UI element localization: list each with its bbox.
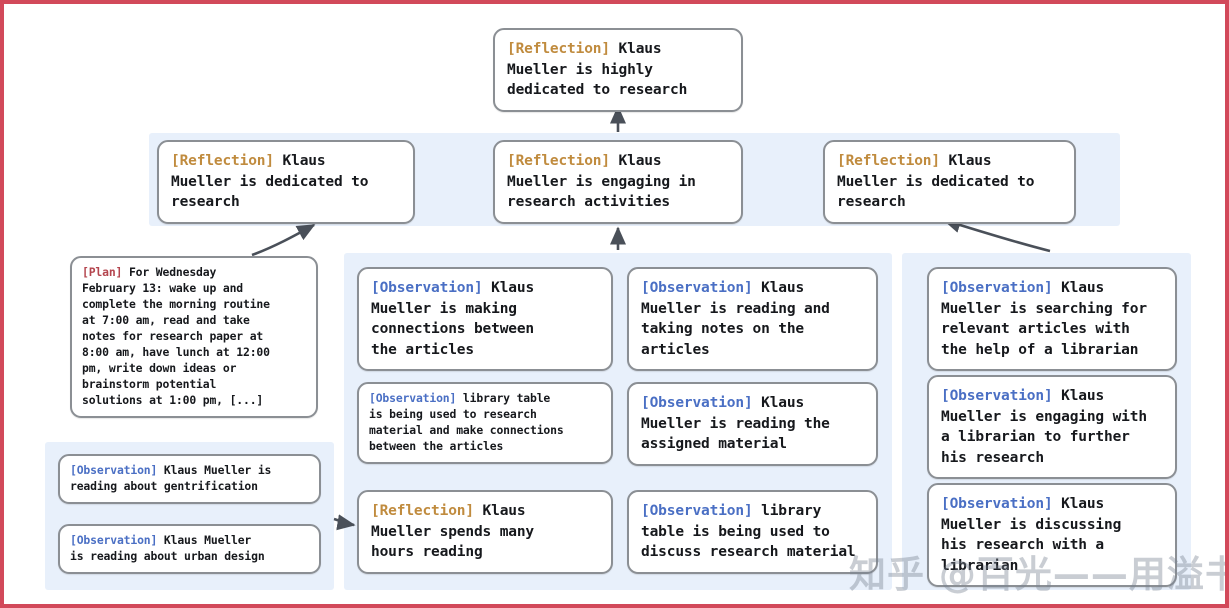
- node-text: Klaus Mueller is reading and taking note…: [641, 280, 830, 358]
- node-text: Klaus Mueller is highly dedicated to res…: [507, 41, 688, 99]
- node-tag: [Observation]: [941, 388, 1053, 404]
- node-text: For Wednesday February 13: wake up and c…: [82, 265, 270, 407]
- node-tag: [Observation]: [371, 280, 483, 296]
- node-plan[interactable]: [Plan] For Wednesday February 13: wake u…: [70, 256, 318, 418]
- node-observation-library-table-research[interactable]: [Observation] library table is being use…: [357, 382, 613, 464]
- node-reflection-right[interactable]: [Reflection] Klaus Mueller is dedicated …: [823, 140, 1076, 224]
- node-observation-urban-design[interactable]: [Observation] Klaus Mueller is reading a…: [58, 524, 321, 574]
- node-text: library table is being used to research …: [369, 391, 564, 453]
- node-text: Klaus Mueller is making connections betw…: [371, 280, 535, 358]
- node-reflection-center[interactable]: [Reflection] Klaus Mueller is engaging i…: [493, 140, 743, 224]
- node-tag: [Observation]: [641, 503, 753, 519]
- node-text: library table is being used to discuss r…: [641, 503, 856, 561]
- node-text: Klaus Mueller is dedicated to research: [837, 153, 1035, 211]
- node-observation-library-table-discuss[interactable]: [Observation] library table is being use…: [627, 490, 878, 574]
- node-root-reflection[interactable]: [Reflection] Klaus Mueller is highly ded…: [493, 28, 743, 112]
- node-text: Klaus Mueller is engaging with a librari…: [941, 388, 1147, 466]
- node-tag: [Observation]: [941, 280, 1053, 296]
- node-text: Klaus Mueller is discussing his research…: [941, 496, 1122, 574]
- node-observation-reading-notes[interactable]: [Observation] Klaus Mueller is reading a…: [627, 267, 878, 372]
- node-text: Klaus Mueller is engaging in research ac…: [507, 153, 696, 211]
- node-observation-gentrification[interactable]: [Observation] Klaus Mueller is reading a…: [58, 454, 321, 504]
- node-text: Klaus Mueller is dedicated to research: [171, 153, 369, 211]
- node-tag: [Reflection]: [507, 153, 610, 169]
- node-tag: [Observation]: [641, 280, 753, 296]
- node-observation-searching-articles[interactable]: [Observation] Klaus Mueller is searching…: [927, 267, 1177, 372]
- watermark: 知乎 @百光——用溢书生: [849, 553, 1225, 596]
- node-observation-connections[interactable]: [Observation] Klaus Mueller is making co…: [357, 267, 613, 372]
- node-text: Klaus Mueller is searching for relevant …: [941, 280, 1147, 358]
- node-tag: [Observation]: [70, 533, 158, 547]
- node-reflection-hours-reading[interactable]: [Reflection] Klaus Mueller spends many h…: [357, 490, 613, 574]
- node-tag: [Reflection]: [507, 41, 610, 57]
- node-tag: [Observation]: [641, 395, 753, 411]
- node-text: Klaus Mueller is reading about urban des…: [70, 533, 265, 563]
- node-tag: [Reflection]: [837, 153, 940, 169]
- node-observation-assigned-material[interactable]: [Observation] Klaus Mueller is reading t…: [627, 382, 878, 466]
- node-tag: [Observation]: [941, 496, 1053, 512]
- node-text: Klaus Mueller is reading about gentrific…: [70, 463, 272, 493]
- node-text: Klaus Mueller spends many hours reading: [371, 503, 535, 561]
- node-reflection-left[interactable]: [Reflection] Klaus Mueller is dedicated …: [157, 140, 415, 224]
- node-observation-discussing-librarian[interactable]: [Observation] Klaus Mueller is discussin…: [927, 483, 1177, 588]
- node-tag: [Reflection]: [171, 153, 274, 169]
- arrow-plan-to-reflection-left: [251, 223, 316, 257]
- node-tag: [Observation]: [70, 463, 158, 477]
- node-observation-engaging-librarian[interactable]: [Observation] Klaus Mueller is engaging …: [927, 375, 1177, 480]
- node-tag: [Observation]: [369, 391, 457, 405]
- node-text: Klaus Mueller is reading the assigned ma…: [641, 395, 830, 453]
- node-tag: [Reflection]: [371, 503, 474, 519]
- node-tag: [Plan]: [82, 265, 123, 279]
